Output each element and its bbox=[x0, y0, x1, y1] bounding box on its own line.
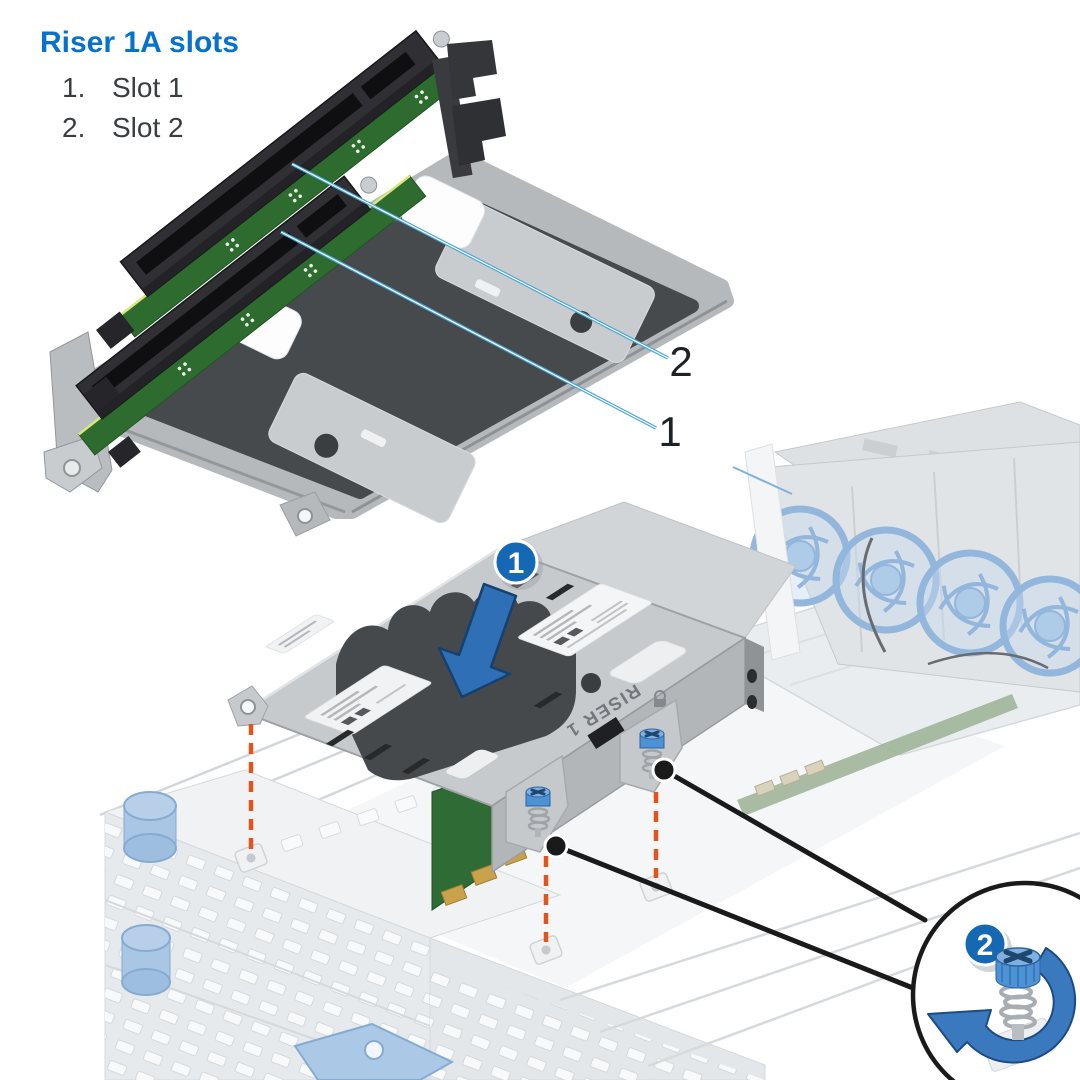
detail-leader-lines bbox=[543, 757, 928, 993]
cable bbox=[861, 537, 887, 653]
step-1-badge: 1 bbox=[493, 539, 543, 590]
standoffs bbox=[234, 843, 673, 965]
tray-panel bbox=[268, 372, 476, 524]
blue-thumbscrew-left2 bbox=[121, 924, 171, 996]
legend-item-slot1: 1. Slot 1 bbox=[62, 72, 184, 112]
riser-module-figure: 2 1 bbox=[43, 29, 734, 537]
cage-label bbox=[518, 583, 652, 657]
svg-text:1: 1 bbox=[508, 547, 525, 580]
callout-line-slot1 bbox=[280, 230, 657, 430]
rotate-arrow-icon bbox=[927, 947, 1077, 1064]
magnifier-circle: 2 bbox=[910, 880, 1080, 1080]
chassis-install-figure: RISER 1 bbox=[99, 401, 1080, 1080]
legend-item-number: 1. bbox=[62, 72, 86, 103]
down-arrow-icon bbox=[437, 582, 518, 699]
lock-icon bbox=[654, 690, 666, 707]
callout-label-2: 2 bbox=[669, 338, 692, 385]
thumbscrew-detail-icon bbox=[995, 947, 1041, 1040]
blue-pull-tab bbox=[293, 1022, 455, 1080]
riser-board-slot1 bbox=[75, 174, 427, 456]
callout-line-slot2 bbox=[291, 162, 669, 360]
page-title: Riser 1A slots bbox=[40, 26, 239, 59]
cage-label bbox=[304, 665, 432, 735]
legend-item-label: Slot 1 bbox=[112, 72, 184, 103]
slot-legend: 1. Slot 1 2. Slot 2 bbox=[62, 72, 184, 152]
riser-board-slot2 bbox=[117, 29, 483, 338]
cage-label-strip bbox=[266, 614, 334, 654]
fan-cage bbox=[732, 401, 1080, 693]
callout-label-1: 1 bbox=[658, 408, 681, 455]
legend-item-label: Slot 2 bbox=[112, 112, 184, 143]
blue-thumbscrew-left bbox=[123, 791, 177, 863]
system-board-edge bbox=[737, 694, 1018, 816]
svg-text:2: 2 bbox=[977, 929, 994, 962]
legend-item-slot2: 2. Slot 2 bbox=[62, 112, 184, 152]
legend-item-number: 2. bbox=[62, 112, 86, 143]
alignment-guides bbox=[248, 724, 659, 942]
thumbscrew-front bbox=[505, 754, 569, 853]
retention-clips bbox=[432, 40, 506, 179]
cable bbox=[927, 651, 1049, 670]
